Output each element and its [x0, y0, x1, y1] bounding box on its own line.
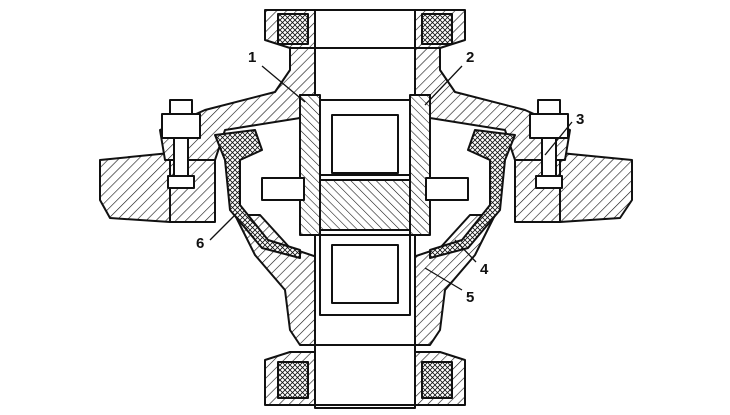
- leader-line-1: [261, 65, 306, 103]
- middle-web: [319, 179, 411, 231]
- leader-line-5: [424, 267, 463, 291]
- leader-line-2: [424, 65, 463, 106]
- callout-4: 4: [480, 261, 489, 278]
- callout-5: 5: [466, 289, 474, 306]
- shaft-lower-face: [331, 244, 399, 304]
- bottom-bearing-race-left: [277, 361, 309, 399]
- bottom-bearing-race-right: [421, 361, 453, 399]
- callout-3: 3: [576, 111, 584, 128]
- callout-6: 6: [196, 235, 204, 252]
- left-sleeve: [299, 94, 321, 236]
- right-bolt: [529, 99, 569, 189]
- bottom-bore-opening: [314, 344, 416, 406]
- leader-line-4: [454, 239, 477, 263]
- left-diaphragm: [214, 129, 301, 259]
- top-bearing-race-left: [277, 13, 309, 45]
- right-sleeve: [409, 94, 431, 236]
- shaft-upper-face: [331, 114, 399, 174]
- leader-line-3: [544, 121, 573, 156]
- top-bore-opening: [314, 9, 416, 49]
- callout-2: 2: [466, 49, 474, 66]
- leader-line-6: [209, 211, 239, 241]
- left-pin: [261, 177, 305, 201]
- left-bolt: [161, 99, 201, 189]
- right-pin: [425, 177, 469, 201]
- callout-1: 1: [248, 49, 256, 66]
- right-diaphragm: [429, 129, 516, 259]
- top-bearing-race-right: [421, 13, 453, 45]
